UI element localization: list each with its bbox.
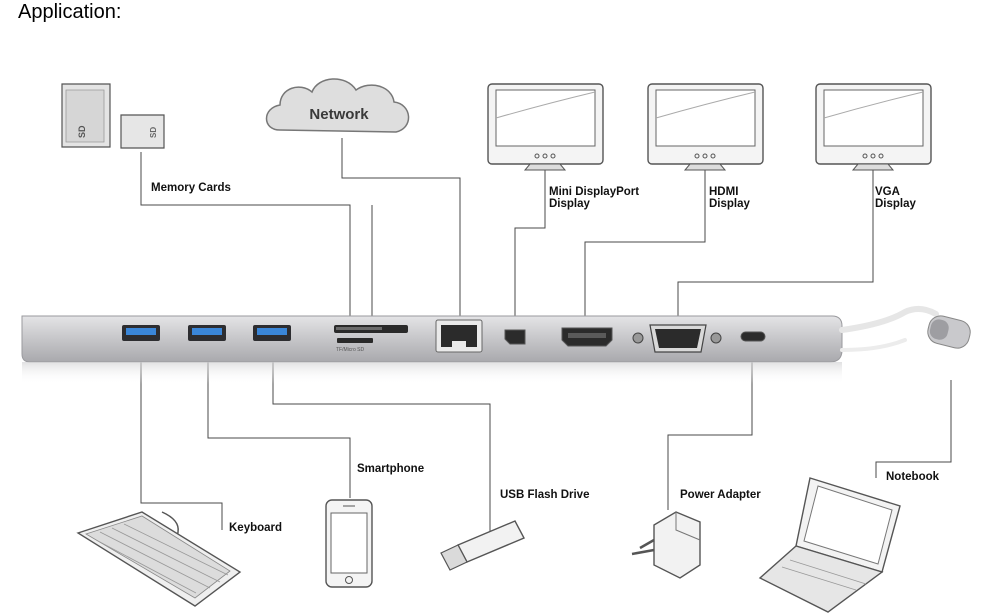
notebook-label: Notebook — [886, 471, 940, 483]
svg-text:TF/Micro SD: TF/Micro SD — [336, 347, 364, 353]
memory-cards-label: Memory Cards — [151, 182, 231, 194]
vga-label-line2: Display — [875, 198, 917, 210]
usb-port-2 — [188, 325, 226, 341]
power-adapter-device — [631, 511, 701, 579]
hdmi-label-line1: HDMI — [709, 186, 738, 198]
hdmi-label-line2: Display — [709, 198, 751, 210]
svg-text:SD: SD — [77, 125, 87, 138]
micro-sd-card: SD — [120, 114, 165, 149]
usb-c-cable — [839, 306, 971, 352]
usb-flash-drive-device — [440, 520, 525, 571]
vga-label-line1: VGA — [875, 186, 900, 198]
mini-displayport-label-line2: Display — [549, 198, 591, 210]
usb-flash-drive-label: USB Flash Drive — [500, 489, 589, 501]
power-adapter-label: Power Adapter — [680, 489, 761, 501]
vga-monitor — [815, 83, 932, 171]
smartphone-label: Smartphone — [357, 463, 424, 475]
network-cloud: Network — [265, 78, 410, 133]
ethernet-port — [435, 319, 483, 353]
notebook-device — [758, 477, 901, 613]
mini-displayport-monitor — [487, 83, 604, 171]
usb-c-port — [740, 331, 766, 342]
smartphone-device — [325, 499, 373, 588]
connection-lines — [140, 138, 952, 540]
diagram-title: Application: — [18, 1, 121, 23]
docking-station: TF/Micro SD — [21, 315, 843, 384]
vga-port — [632, 324, 722, 353]
usb-port-1 — [122, 325, 160, 341]
usb-port-3 — [253, 325, 291, 341]
hdmi-port — [561, 327, 613, 347]
card-reader-slot: TF/Micro SD — [334, 325, 408, 353]
mini-displayport-port — [504, 329, 526, 345]
network-label: Network — [309, 106, 369, 123]
keyboard-device — [76, 511, 242, 607]
keyboard-label: Keyboard — [229, 522, 282, 534]
mini-displayport-label-line1: Mini DisplayPort — [549, 186, 639, 198]
svg-text:SD: SD — [149, 127, 158, 138]
sd-card: SD — [61, 83, 111, 148]
hdmi-monitor — [647, 83, 764, 171]
